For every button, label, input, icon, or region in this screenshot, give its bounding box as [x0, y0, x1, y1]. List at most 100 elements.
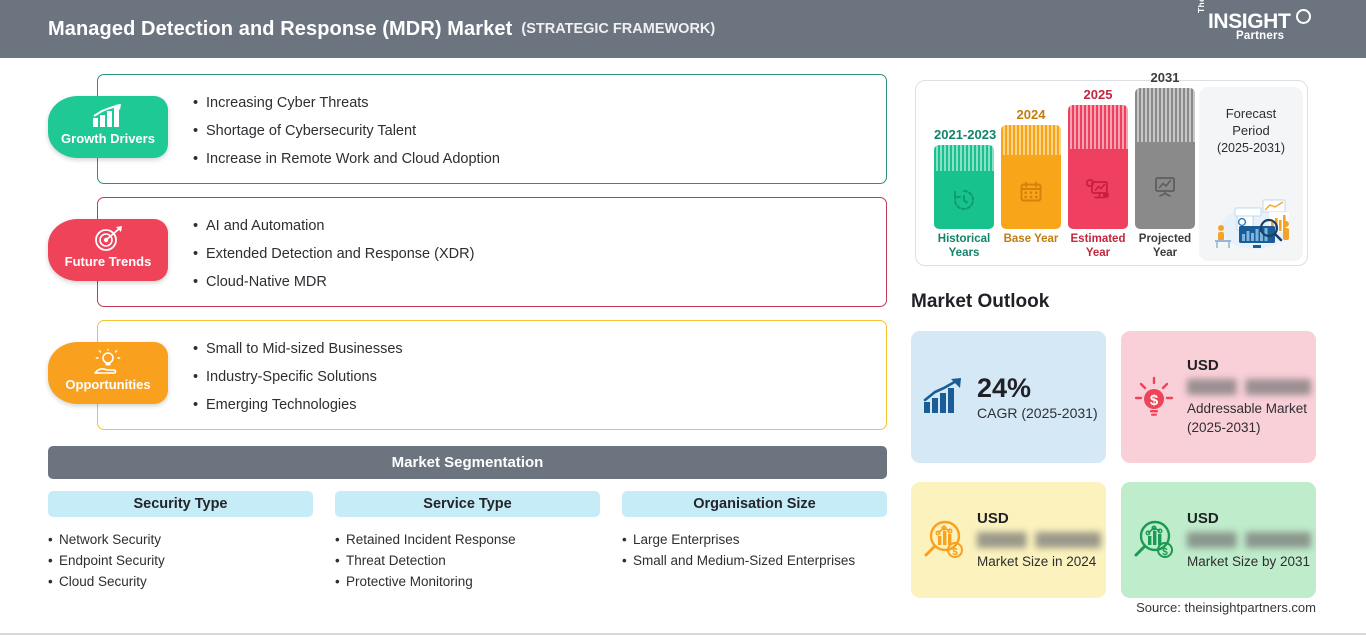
- list-item: Retained Incident Response: [335, 529, 600, 550]
- target-dart-icon: [93, 225, 123, 253]
- insight-partners-logo: The INSIGHT Partners: [1196, 0, 1314, 49]
- market-segmentation-header: Market Segmentation: [48, 446, 887, 479]
- list-item: Protective Monitoring: [335, 571, 600, 592]
- forecast-period-range: (2025-2031): [1216, 141, 1286, 155]
- logo-partners-text: Partners: [1236, 30, 1285, 42]
- cagr-caption: CAGR (2025-2031): [977, 405, 1098, 421]
- usd-label: USD: [1187, 357, 1219, 374]
- bar-caption: Historical Years: [937, 233, 991, 259]
- cagr-value: 24%: [977, 373, 1032, 403]
- outlook-card-cagr: 24% CAGR (2025-2031): [911, 331, 1106, 463]
- lightbulb-dollar-icon: $: [1121, 374, 1187, 420]
- presentation-board-icon: [1155, 176, 1175, 197]
- opportunities-list: Small to Mid-sized Businesses Industry-S…: [193, 335, 403, 419]
- market-segmentation-title: Market Segmentation: [391, 454, 544, 471]
- bar-year-label: 2031: [1150, 70, 1180, 85]
- svg-text:$: $: [1150, 392, 1159, 409]
- list-item: AI and Automation: [193, 212, 474, 240]
- list-item: Cloud Security: [48, 571, 313, 592]
- bar-caption: Projected Year: [1138, 233, 1192, 259]
- segmentation-column-security-type: Security Type Network Security Endpoint …: [48, 491, 313, 592]
- segmentation-column-title: Organisation Size: [622, 491, 887, 517]
- bar-caption: Base Year: [1003, 233, 1059, 245]
- calendar-icon: [1020, 181, 1042, 202]
- forecast-period-panel: 2021-2023 Historical Years 2024: [915, 70, 1308, 267]
- list-item: Increase in Remote Work and Cloud Adopti…: [193, 145, 500, 173]
- hand-lightbulb-icon: [91, 348, 125, 376]
- segmentation-column-list: Network Security Endpoint Security Cloud…: [48, 529, 313, 592]
- growth-drivers-list: Increasing Cyber Threats Shortage of Cyb…: [193, 89, 500, 173]
- bar-year-label: 2024: [1016, 107, 1046, 122]
- analytics-gear-icon: [1085, 178, 1109, 199]
- future-trends-badge-label: Future Trends: [64, 254, 152, 269]
- magnifier-chart-dollar-icon: $: [911, 518, 977, 562]
- segmentation-column-title: Service Type: [335, 491, 600, 517]
- outlook-card-market-size-2024: $ USD Market Size in 2024: [911, 482, 1106, 598]
- forecast-bar-base: 2024 B: [1001, 81, 1061, 267]
- list-item: Extended Detection and Response (XDR): [193, 240, 474, 268]
- list-item: Large Enterprises: [622, 529, 887, 550]
- growth-drivers-badge[interactable]: Growth Drivers: [48, 96, 168, 158]
- segmentation-column-list: Retained Incident Response Threat Detect…: [335, 529, 600, 592]
- list-item: Emerging Technologies: [193, 391, 403, 419]
- list-item: Network Security: [48, 529, 313, 550]
- future-trends-box: AI and Automation Extended Detection and…: [97, 197, 887, 307]
- growth-drivers-badge-label: Growth Drivers: [61, 131, 155, 146]
- bar-chart-arrow-icon: [91, 102, 125, 130]
- market-outlook-heading: Market Outlook: [911, 291, 1050, 312]
- forecast-bar-estimated: 2025 Estimated Year: [1068, 81, 1128, 267]
- business-analytics-illustration: [1207, 188, 1295, 255]
- outlook-card-body: USD Market Size in 2024: [977, 510, 1109, 571]
- svg-text:$: $: [952, 547, 958, 558]
- bar-year-label: 2021-2023: [934, 127, 997, 142]
- logo-the-text: The: [1196, 0, 1206, 13]
- logo-ring-icon: [1296, 9, 1311, 24]
- forecast-bar-historical: 2021-2023 Historical Years: [934, 81, 997, 267]
- outlook-card-body: 24% CAGR (2025-2031): [977, 373, 1106, 421]
- forecast-bar-projected: 2031 Projected Year: [1135, 70, 1195, 267]
- source-attribution: Source: theinsightpartners.com: [1136, 600, 1316, 615]
- addressable-market-caption: Addressable Market (2025-2031): [1187, 401, 1308, 435]
- outlook-card-body: USD Addressable Market (2025-2031): [1187, 357, 1319, 437]
- page-title: Managed Detection and Response (MDR) Mar…: [48, 17, 513, 40]
- usd-label: USD: [1187, 509, 1219, 527]
- list-item: Small and Medium-Sized Enterprises: [622, 550, 887, 571]
- bar-year-label: 2025: [1083, 87, 1113, 102]
- redacted-value: [1187, 379, 1311, 395]
- logo-insight-text: INSIGHT: [1208, 10, 1291, 33]
- growth-bar-arrow-icon: [911, 378, 977, 416]
- growth-drivers-box: Increasing Cyber Threats Shortage of Cyb…: [97, 74, 887, 184]
- outlook-card-addressable-market: $ USD Addressable Market (2025-2031): [1121, 331, 1316, 463]
- opportunities-badge[interactable]: Opportunities: [48, 342, 168, 404]
- future-trends-badge[interactable]: Future Trends: [48, 219, 168, 281]
- segmentation-column-organisation-size: Organisation Size Large Enterprises Smal…: [622, 491, 887, 571]
- outlook-card-body: USD Market Size by 2031: [1187, 510, 1319, 571]
- segmentation-column-title: Security Type: [48, 491, 313, 517]
- history-clock-icon: [954, 190, 974, 210]
- list-item: Cloud-Native MDR: [193, 268, 474, 296]
- opportunities-badge-label: Opportunities: [65, 377, 151, 392]
- future-trends-list: AI and Automation Extended Detection and…: [193, 212, 474, 296]
- market-size-2031-caption: Market Size by 2031: [1187, 553, 1311, 569]
- list-item: Industry-Specific Solutions: [193, 363, 403, 391]
- list-item: Increasing Cyber Threats: [193, 89, 500, 117]
- segmentation-column-service-type: Service Type Retained Incident Response …: [335, 491, 600, 592]
- forecast-timeline-chart: 2021-2023 Historical Years 2024: [927, 70, 1197, 267]
- list-item: Endpoint Security: [48, 550, 313, 571]
- redacted-value: [1187, 531, 1311, 548]
- list-item: Threat Detection: [335, 550, 600, 571]
- header-bar: Managed Detection and Response (MDR) Mar…: [0, 0, 1366, 58]
- market-size-2024-caption: Market Size in 2024: [977, 553, 1097, 569]
- segmentation-column-list: Large Enterprises Small and Medium-Sized…: [622, 529, 887, 571]
- bar-caption: Estimated Year: [1070, 233, 1126, 259]
- redacted-value: [977, 531, 1101, 548]
- usd-label: USD: [977, 509, 1009, 527]
- page-subtitle: (STRATEGIC FRAMEWORK): [521, 21, 716, 37]
- opportunities-box: Small to Mid-sized Businesses Industry-S…: [97, 320, 887, 430]
- list-item: Shortage of Cybersecurity Talent: [193, 117, 500, 145]
- outlook-card-market-size-2031: $ USD Market Size by 2031: [1121, 482, 1316, 598]
- magnifier-chart-dollar-icon: $: [1121, 518, 1187, 562]
